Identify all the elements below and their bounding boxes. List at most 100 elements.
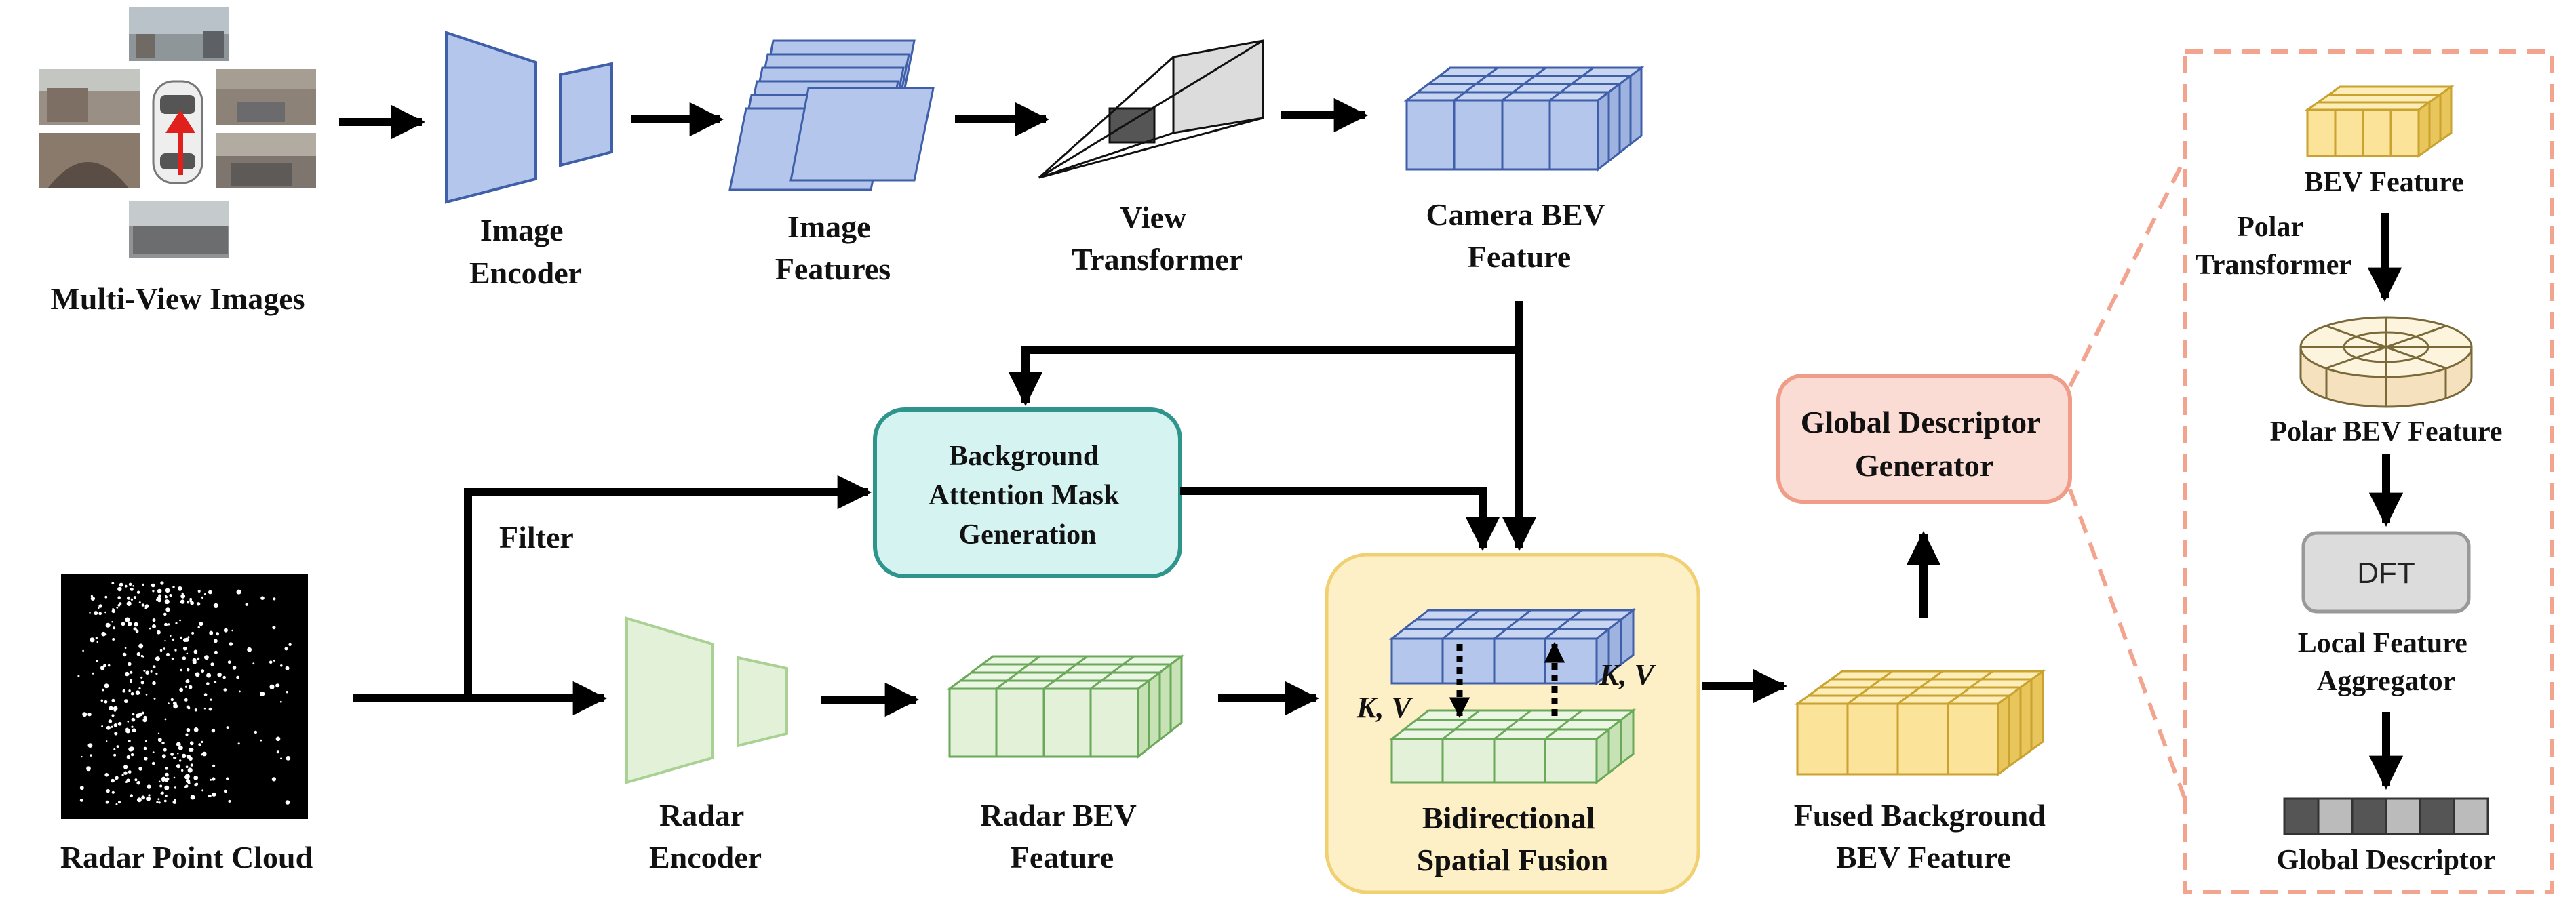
- label-polar-bev-feature: Polar BEV Feature: [2270, 416, 2503, 447]
- radar-point: [104, 700, 108, 704]
- radar-point: [172, 701, 177, 706]
- radar-point: [126, 778, 130, 782]
- radar-point: [161, 776, 166, 782]
- radar-point: [111, 621, 113, 623]
- radar-point: [81, 755, 83, 758]
- radar-point: [129, 746, 134, 752]
- radar-point: [260, 596, 265, 600]
- radar-point: [185, 765, 189, 769]
- radar-point: [280, 664, 283, 667]
- radar-point: [186, 652, 189, 655]
- radar-point: [231, 629, 234, 632]
- radar-point: [113, 626, 116, 630]
- radar-point: [163, 748, 167, 752]
- radar-point: [122, 689, 126, 693]
- radar-point: [113, 748, 116, 750]
- radar-point: [185, 784, 189, 788]
- radar-point: [90, 596, 95, 601]
- panel-bev-feature-block: [2304, 85, 2455, 158]
- radar-point: [167, 623, 170, 626]
- radar-point: [142, 718, 147, 723]
- radar-point: [174, 757, 177, 759]
- radar-point: [79, 786, 84, 790]
- radar-point: [103, 664, 106, 668]
- radar-point: [165, 767, 168, 770]
- radar-point: [212, 764, 216, 767]
- view-transformer-icon: [1038, 39, 1264, 179]
- arrow-radar-filter-to-mask: [464, 475, 872, 698]
- radar-point-cloud-image: [61, 574, 308, 819]
- polar-bev-feature-disk: [2299, 316, 2473, 408]
- radar-point: [142, 583, 144, 586]
- radar-point: [223, 628, 228, 633]
- radar-point: [177, 753, 179, 755]
- radar-point: [186, 705, 190, 709]
- radar-point: [170, 698, 174, 702]
- radar-point: [186, 779, 191, 784]
- fusion-radar-block: [1388, 708, 1637, 785]
- radar-point: [111, 790, 115, 794]
- radar-point: [140, 676, 143, 679]
- radar-point: [284, 647, 288, 651]
- radar-point: [176, 764, 181, 769]
- radar-point: [122, 652, 127, 657]
- radar-point: [160, 581, 164, 585]
- radar-point: [116, 607, 119, 609]
- radar-point: [198, 743, 201, 746]
- radar-point: [272, 626, 276, 630]
- radar-point: [160, 792, 163, 795]
- radar-point: [269, 684, 275, 689]
- radar-point: [169, 594, 172, 597]
- radar-point: [116, 745, 119, 748]
- radar-point: [90, 754, 92, 757]
- radar-point: [115, 803, 118, 805]
- radar-point: [187, 767, 193, 773]
- radar-point: [130, 587, 134, 591]
- radar-point: [90, 595, 93, 598]
- radar-point: [87, 743, 93, 748]
- radar-point: [208, 590, 212, 595]
- radar-point: [174, 649, 177, 652]
- radar-point: [232, 666, 237, 670]
- radar-point: [187, 668, 190, 672]
- radar-point: [269, 660, 273, 664]
- radar-point: [176, 742, 181, 747]
- radar-point: [157, 798, 160, 801]
- radar-point: [159, 784, 163, 788]
- radar-point: [163, 612, 167, 616]
- radar-point: [209, 630, 214, 635]
- radar-point: [195, 782, 199, 786]
- radar-point: [214, 681, 217, 683]
- radar-point: [193, 776, 199, 780]
- radar-point: [127, 721, 130, 723]
- radar-point: [173, 757, 176, 759]
- radar-point: [111, 778, 115, 783]
- radar-point: [201, 596, 204, 599]
- radar-point: [229, 642, 233, 646]
- radar-point: [223, 688, 227, 692]
- radar-point: [130, 670, 133, 674]
- radar-point: [104, 611, 106, 614]
- radar-point: [180, 636, 183, 639]
- radar-point: [124, 584, 128, 588]
- radar-point: [130, 598, 134, 601]
- radar-point: [152, 665, 156, 668]
- radar-point: [254, 730, 258, 734]
- label-global-descriptor-generator: Global Descriptor Generator: [1801, 405, 2048, 483]
- radar-point: [163, 799, 167, 803]
- radar-point: [126, 601, 132, 606]
- label-radar-bev-feature: Radar BEV Feature: [980, 798, 1144, 875]
- radar-point: [132, 585, 134, 587]
- radar-point: [140, 654, 144, 658]
- radar-point: [77, 675, 80, 677]
- radar-point: [190, 763, 193, 767]
- radar-point: [192, 660, 197, 664]
- radar-point: [170, 635, 172, 637]
- radar-point: [228, 799, 231, 803]
- radar-point: [156, 801, 159, 804]
- radar-point: [245, 603, 249, 606]
- radar-point: [174, 786, 177, 789]
- radar-point: [108, 719, 113, 723]
- radar-point: [87, 713, 92, 717]
